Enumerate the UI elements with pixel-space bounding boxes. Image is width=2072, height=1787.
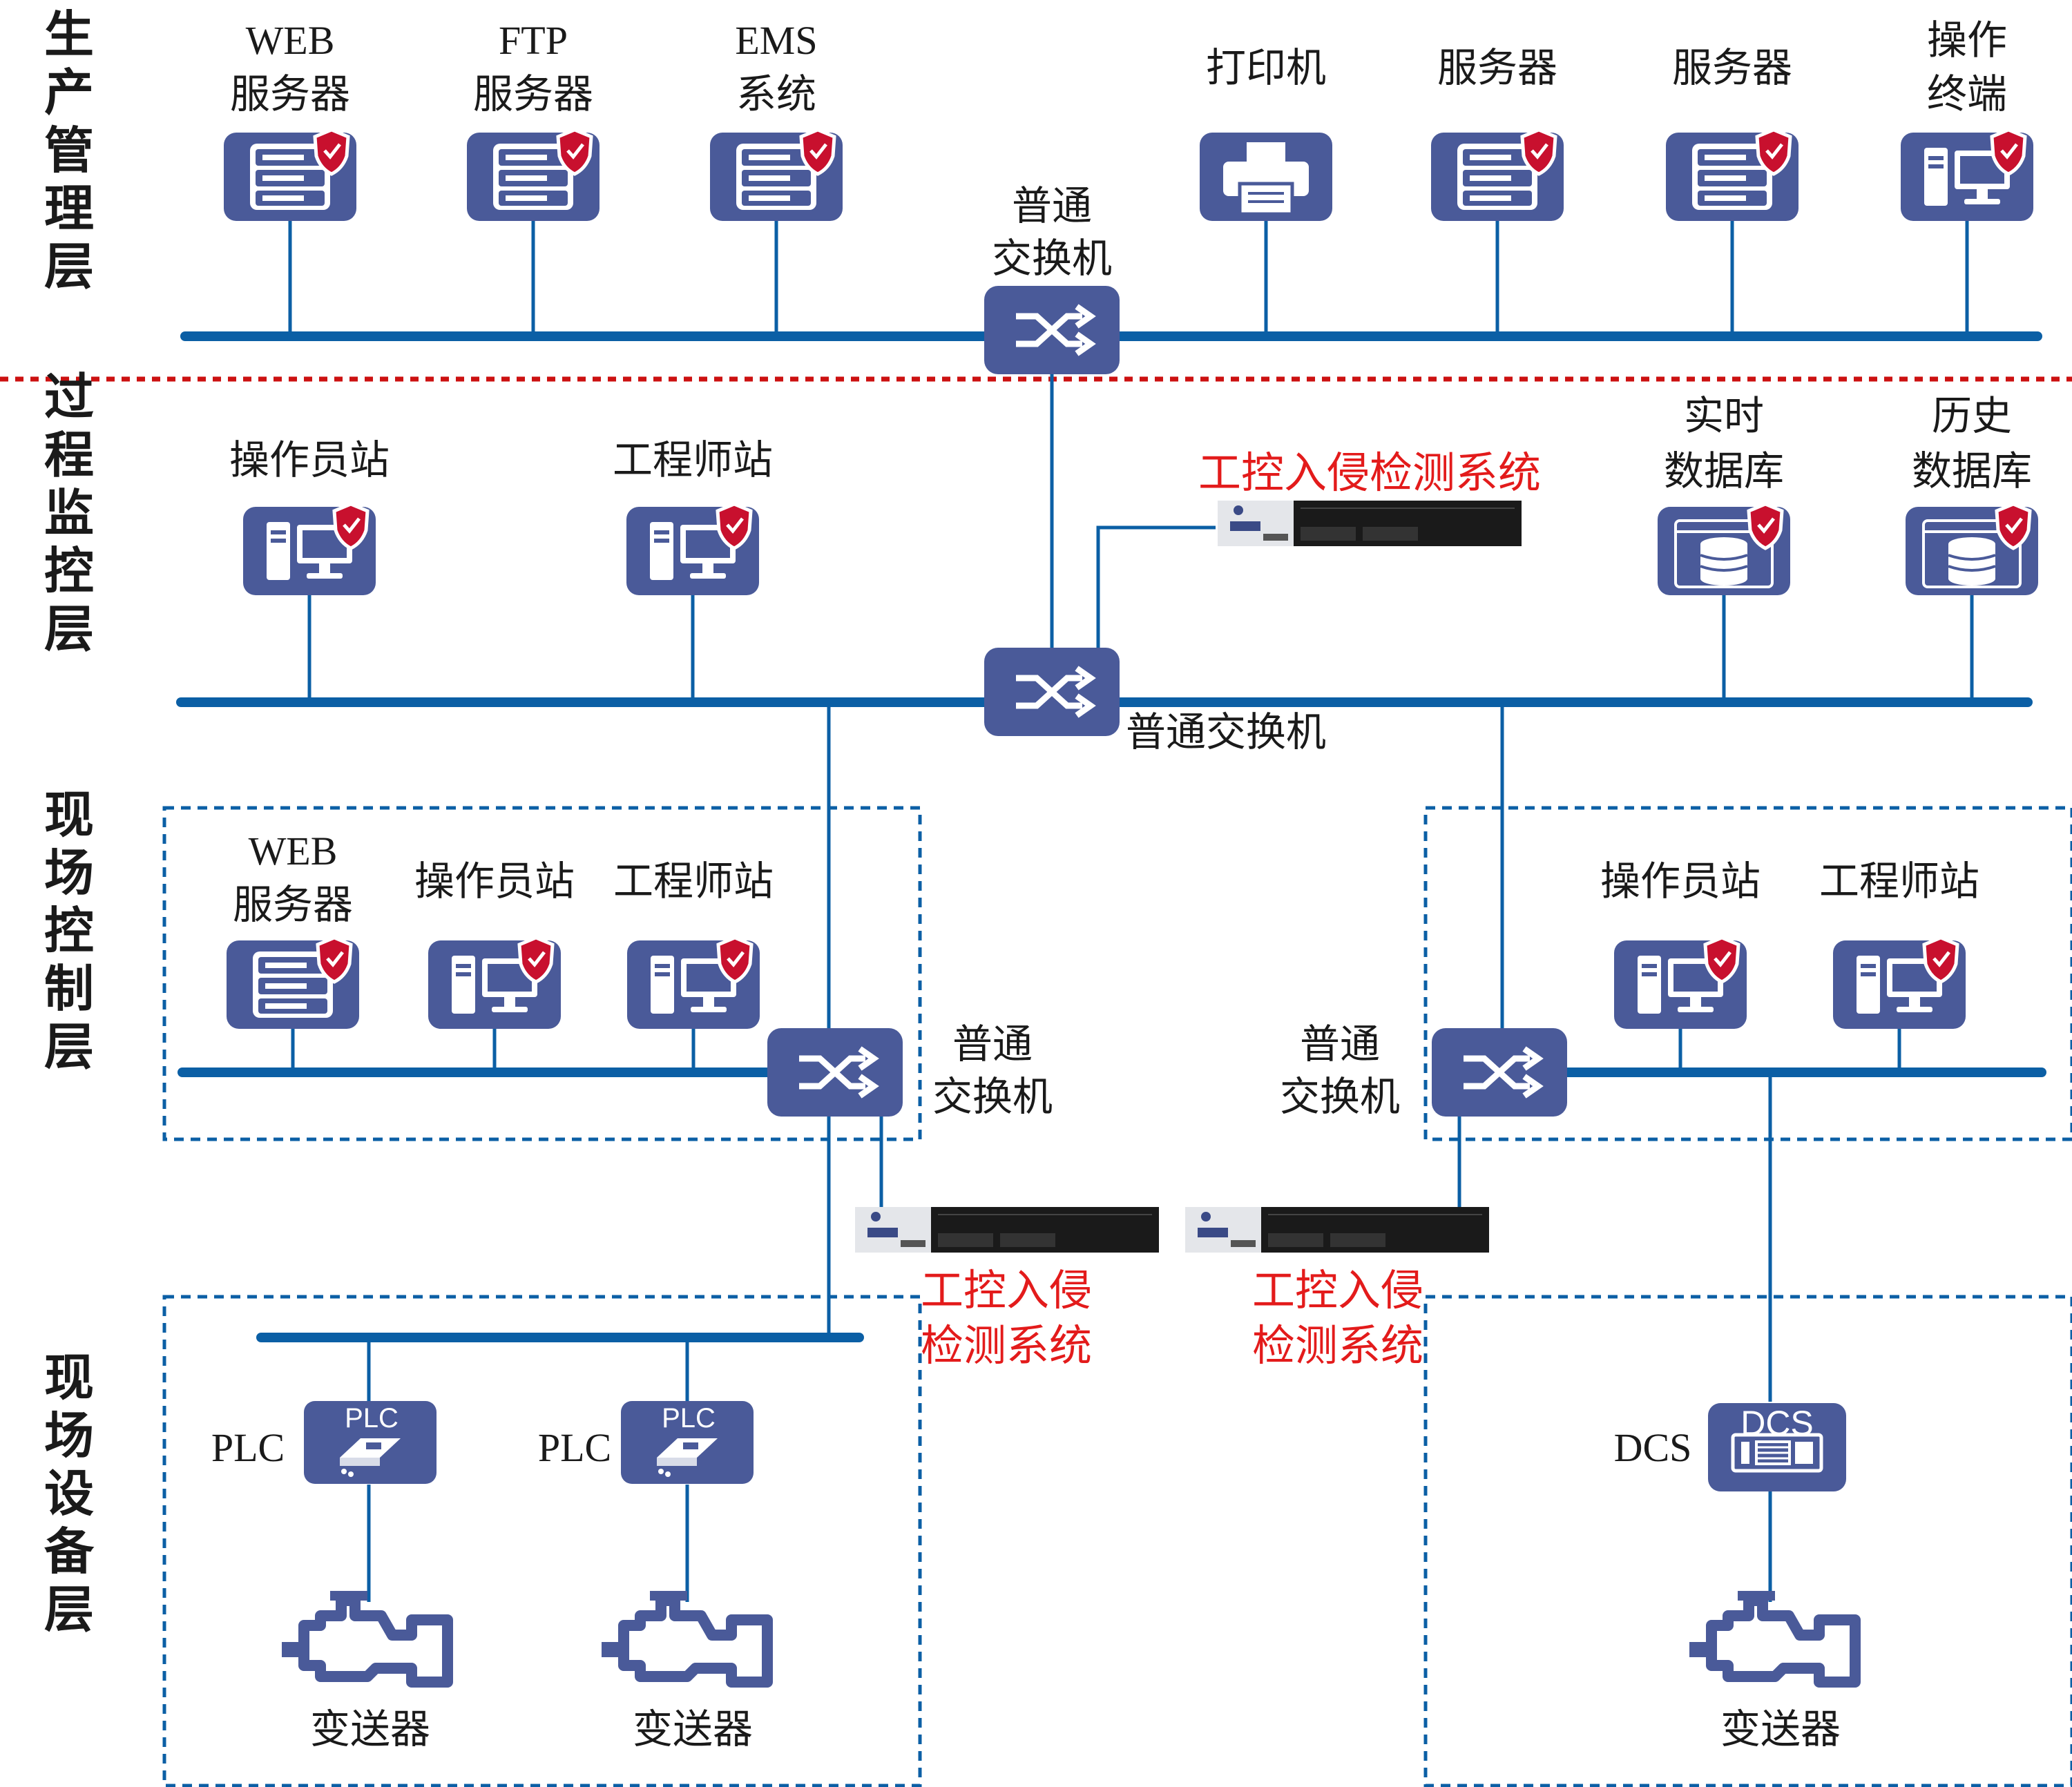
layer-title-device: 现场设备层	[44, 1349, 95, 1639]
plc-right[interactable]: PLC	[621, 1401, 754, 1484]
control-devices: WEB服务器操作员站工程师站操作员站工程师站	[227, 829, 1979, 1029]
control-switch-left[interactable]	[767, 1028, 903, 1117]
ids-label-monitor: 工控入侵检测系统	[1198, 447, 1541, 498]
device-label-line2: 数据库	[1664, 447, 1784, 494]
ids-right-line1: 工控入侵	[1252, 1265, 1423, 1315]
production-switch-label-line1: 普通	[1012, 182, 1092, 229]
layer-title-text: 过程监控层	[44, 368, 94, 658]
transmitter-right-label: 变送器	[1720, 1706, 1841, 1752]
workstation-device[interactable]	[1833, 938, 1966, 1029]
server-device[interactable]	[224, 130, 356, 221]
plc-left-side-label: PLC	[211, 1425, 285, 1470]
layer-title-control: 现场控制层	[44, 786, 94, 1076]
device-label-line1: EMS	[735, 18, 817, 63]
server-device[interactable]	[227, 938, 359, 1029]
ids-appliance-monitor[interactable]	[1218, 501, 1522, 546]
workstation-device[interactable]	[1901, 130, 2033, 221]
plc-right-side-label: PLC	[538, 1425, 611, 1470]
transmitter-left[interactable]	[282, 1591, 448, 1682]
production-devices: WEB服务器FTP服务器EMS系统打印机服务器服务器操作终端	[224, 17, 2033, 221]
transmitter-right[interactable]	[1689, 1591, 1855, 1682]
device-label-line1: WEB	[249, 829, 338, 873]
ids-left-line1: 工控入侵	[921, 1265, 1092, 1315]
ids-device-icon	[1218, 501, 1522, 546]
device-label-line1: WEB	[246, 18, 335, 63]
server-device[interactable]	[710, 130, 843, 221]
control-switch-right-line1: 普通	[1300, 1021, 1380, 1068]
ids-appliance-right[interactable]	[1185, 1207, 1489, 1253]
device-label-line1: 历史	[1932, 392, 2012, 439]
transmitter-middle-label: 变送器	[633, 1706, 753, 1752]
layer-title-text: 现场设备层	[44, 1349, 95, 1639]
device-label-label: 操作员站	[229, 436, 390, 483]
control-zone-left	[162, 806, 922, 1141]
production-switch-label-line2: 交换机	[992, 235, 1112, 282]
plc-tag: PLC	[662, 1403, 716, 1433]
layer-title-text: 生产管理层	[44, 6, 94, 296]
production-switch[interactable]	[984, 286, 1120, 374]
ids-device-icon	[1185, 1207, 1489, 1253]
monitor-switch-label: 普通交换机	[1126, 708, 1326, 755]
server-device[interactable]	[1431, 130, 1564, 221]
workstation-device[interactable]	[243, 504, 376, 595]
device-label-label: 工程师站	[1819, 858, 1979, 905]
transmitter-icon	[602, 1591, 767, 1682]
dcs-tag: DCS	[1740, 1404, 1814, 1442]
workstation-device[interactable]	[1614, 938, 1747, 1029]
ids-appliance-left[interactable]	[855, 1207, 1159, 1253]
device-label-line2: 系统	[736, 70, 816, 117]
layer-title-production: 生产管理层	[44, 6, 94, 296]
printer-device[interactable]	[1200, 133, 1332, 221]
server-device[interactable]	[1666, 130, 1798, 221]
device-label-line1: 打印机	[1206, 44, 1326, 91]
ids-right-line2: 检测系统	[1252, 1320, 1423, 1371]
database-device[interactable]	[1906, 504, 2038, 595]
device-label-line1: 服务器	[1437, 44, 1557, 91]
layer-title-text: 现场控制层	[44, 786, 94, 1076]
transmitter-middle[interactable]	[602, 1591, 767, 1682]
layer-title-monitor: 过程监控层	[44, 368, 94, 658]
control-switch-right[interactable]	[1432, 1028, 1567, 1117]
server-device[interactable]	[467, 130, 599, 221]
database-device[interactable]	[1658, 504, 1790, 595]
wires	[288, 221, 1974, 1602]
device-label-label: 操作员站	[414, 858, 575, 905]
control-switch-left-line1: 普通	[952, 1021, 1033, 1068]
device-label-label: 工程师站	[613, 436, 773, 483]
transmitter-left-label: 变送器	[310, 1706, 430, 1752]
ids-left-line2: 检测系统	[921, 1320, 1092, 1371]
device-label-line1: 操作	[1927, 17, 2007, 64]
device-label-line2: 服务器	[233, 881, 353, 928]
device-label-line1: FTP	[499, 18, 568, 63]
plc-tag: PLC	[345, 1403, 399, 1433]
dcs-controller[interactable]: DCS	[1708, 1403, 1846, 1491]
workstation-device[interactable]	[626, 504, 759, 595]
device-label-label: 工程师站	[613, 858, 774, 905]
workstation-device[interactable]	[627, 938, 760, 1029]
device-label-line1: 服务器	[1672, 44, 1792, 91]
device-label-line1: 实时	[1684, 392, 1764, 439]
monitor-switch[interactable]	[984, 648, 1120, 736]
transmitter-icon	[1689, 1591, 1855, 1682]
control-zone-right	[1423, 806, 2072, 1141]
ids-device-icon	[855, 1207, 1159, 1253]
control-switch-right-line2: 交换机	[1280, 1073, 1400, 1120]
device-label-line2: 数据库	[1912, 447, 2032, 494]
control-switch-left-line2: 交换机	[932, 1073, 1053, 1120]
workstation-device[interactable]	[428, 938, 561, 1029]
dcs-side-label: DCS	[1614, 1425, 1692, 1470]
device-zone-right	[1423, 1295, 2072, 1787]
device-label-line2: 服务器	[473, 70, 593, 117]
device-label-line2: 终端	[1927, 70, 2007, 117]
plc-left[interactable]: PLC	[304, 1401, 437, 1484]
device-zone-left	[162, 1295, 922, 1787]
transmitter-icon	[282, 1591, 448, 1682]
device-label-label: 操作员站	[1600, 858, 1761, 905]
device-label-line2: 服务器	[230, 70, 350, 117]
